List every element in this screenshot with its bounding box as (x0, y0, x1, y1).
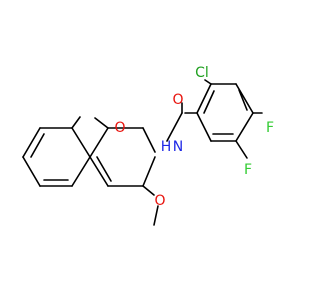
bond (22, 156, 41, 187)
bond (196, 112, 212, 142)
chlorine-atom: Cl (195, 65, 209, 81)
bond (142, 185, 155, 196)
bonds (22, 79, 263, 226)
bond (96, 156, 112, 182)
amide-hydrogen-atom: H (161, 139, 172, 155)
molecule-structure: Cl O F F N H O O (22, 65, 274, 226)
fluorine-atom-1: F (266, 120, 274, 136)
bond (142, 156, 156, 187)
bond (71, 156, 91, 187)
fluorine-atom-2: F (244, 162, 252, 178)
methoxy-oxygen-atom: O (154, 193, 165, 209)
amide-nitrogen-atom: N (173, 139, 183, 155)
bond (235, 140, 248, 159)
bond (204, 79, 212, 85)
furan-oxygen-atom: O (114, 120, 125, 136)
bond (89, 127, 109, 158)
bond (235, 83, 254, 114)
bond (30, 133, 45, 158)
bond (142, 127, 156, 153)
bond (22, 127, 41, 158)
bond (94, 117, 109, 129)
bond (71, 127, 91, 158)
bond (153, 205, 159, 226)
bond (235, 112, 254, 142)
bond (166, 112, 183, 142)
bond (238, 89, 248, 111)
bond (203, 90, 215, 114)
carbonyl-oxygen-atom: O (172, 92, 183, 108)
atom-labels: Cl O F F N H O O (114, 65, 274, 209)
bond (89, 156, 109, 187)
bond (196, 83, 212, 114)
bond (71, 116, 81, 129)
